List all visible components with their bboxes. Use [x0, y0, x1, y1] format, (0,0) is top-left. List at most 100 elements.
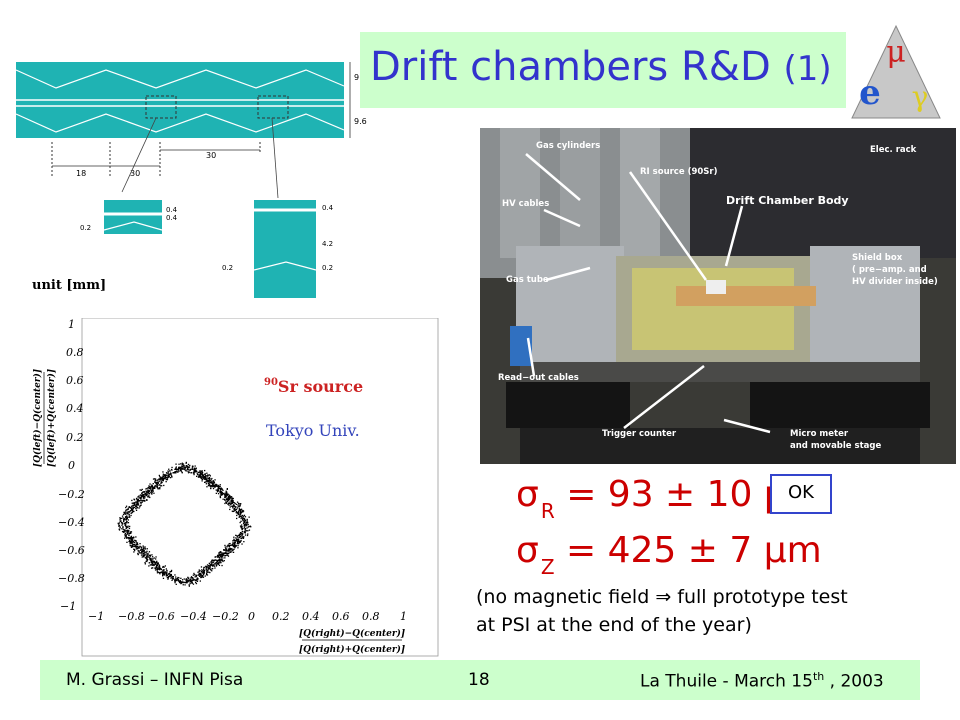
scatter-point — [145, 488, 147, 490]
scatter-point — [174, 580, 176, 582]
scatter-point — [125, 512, 127, 515]
dim-label: 30 — [206, 151, 216, 160]
scatter-point — [175, 576, 177, 578]
scatter-point — [233, 507, 235, 510]
scatter-point — [192, 466, 194, 468]
scatter-point — [200, 566, 203, 568]
dim-label: 0.4 — [166, 214, 178, 222]
scatter-point — [206, 572, 208, 574]
scatter-point — [220, 487, 222, 490]
scatter-point — [136, 499, 138, 502]
scatter-point — [124, 534, 126, 536]
scatter-point — [151, 491, 154, 493]
dim-label: 0.4 — [322, 204, 334, 212]
scatter-point — [141, 492, 143, 494]
scatter-point — [182, 581, 184, 584]
scatter-point — [248, 529, 251, 531]
scatter-point — [209, 477, 211, 480]
scatter-point — [237, 502, 240, 504]
scatter-point — [171, 469, 173, 471]
scatter-point — [154, 478, 157, 480]
scatter-point — [216, 485, 218, 487]
scatter-point — [236, 507, 239, 509]
scatter-point — [193, 467, 196, 469]
scatter-point — [148, 551, 151, 553]
scatter-point — [239, 536, 241, 538]
scatter-point — [125, 506, 127, 509]
scatter-point — [238, 541, 240, 544]
scatter-point — [234, 545, 236, 548]
scatter-point — [180, 466, 182, 469]
scatter-point — [141, 556, 143, 558]
scatter-point — [211, 484, 214, 486]
scatter-point — [224, 495, 226, 497]
scatter-point — [234, 509, 237, 511]
scatter-point — [147, 553, 149, 555]
scatter-point — [201, 575, 203, 577]
scatter-point — [231, 502, 234, 504]
scatter-point — [177, 580, 179, 582]
scatter-point — [135, 497, 138, 500]
scatter-point — [150, 562, 153, 564]
scatter-point — [124, 523, 126, 525]
scatter-point — [221, 488, 223, 490]
scatter-point — [196, 475, 198, 477]
scatter-point — [125, 535, 127, 537]
scatter-point — [144, 548, 147, 550]
scatter-point — [135, 546, 137, 548]
scatter-point — [239, 516, 241, 518]
scatter-point — [141, 497, 143, 499]
scatter-point — [228, 546, 230, 548]
scatter-point — [175, 466, 177, 468]
scatter-point — [139, 545, 141, 547]
scatter-point — [163, 478, 165, 480]
scatter-point — [196, 577, 198, 579]
scatter-point — [156, 485, 158, 487]
scatter-point — [152, 478, 155, 480]
scatter-point — [225, 550, 227, 552]
scatter-point — [145, 493, 147, 495]
scatter-point — [204, 473, 206, 475]
scatter-point — [197, 473, 199, 476]
scatter-point — [167, 471, 169, 473]
scatter-point — [197, 574, 199, 576]
scatter-point — [235, 508, 238, 511]
scatter-point — [156, 486, 158, 488]
scatter-point — [206, 481, 209, 483]
scatter-point — [175, 471, 177, 473]
scatter-point — [158, 487, 160, 489]
scatter-point — [187, 469, 189, 471]
scatter-point — [150, 557, 152, 559]
scatter-point — [225, 554, 228, 556]
scatter-point — [224, 546, 226, 548]
scatter-point — [193, 468, 195, 470]
scatter-point — [217, 486, 219, 488]
scatter-point — [126, 517, 128, 519]
scatter-point — [187, 470, 189, 473]
scatter-point — [234, 542, 236, 544]
scatter-point — [197, 577, 199, 580]
y-tick-label: −0.8 — [58, 572, 85, 585]
scatter-point — [131, 507, 133, 509]
scatter-point — [230, 548, 232, 550]
scatter-point — [214, 567, 216, 569]
scatter-point — [241, 530, 243, 533]
scatter-point — [118, 522, 121, 524]
scatter-point — [220, 559, 222, 561]
scatter-point — [207, 480, 209, 482]
scatter-point — [222, 489, 224, 491]
scatter-point — [175, 463, 177, 465]
scatter-point — [211, 559, 213, 561]
scatter-point — [155, 481, 157, 484]
scatter-point — [208, 567, 210, 569]
scatter-point — [246, 519, 248, 521]
scatter-point — [126, 533, 128, 535]
scatter-point — [143, 491, 145, 493]
scatter-point — [161, 571, 163, 573]
dim-label: 9 — [354, 73, 359, 82]
scatter-point — [133, 551, 135, 553]
scatter-point — [221, 554, 224, 556]
scatter-point — [242, 509, 244, 512]
scatter-point — [136, 502, 138, 505]
scatter-point — [203, 571, 205, 573]
